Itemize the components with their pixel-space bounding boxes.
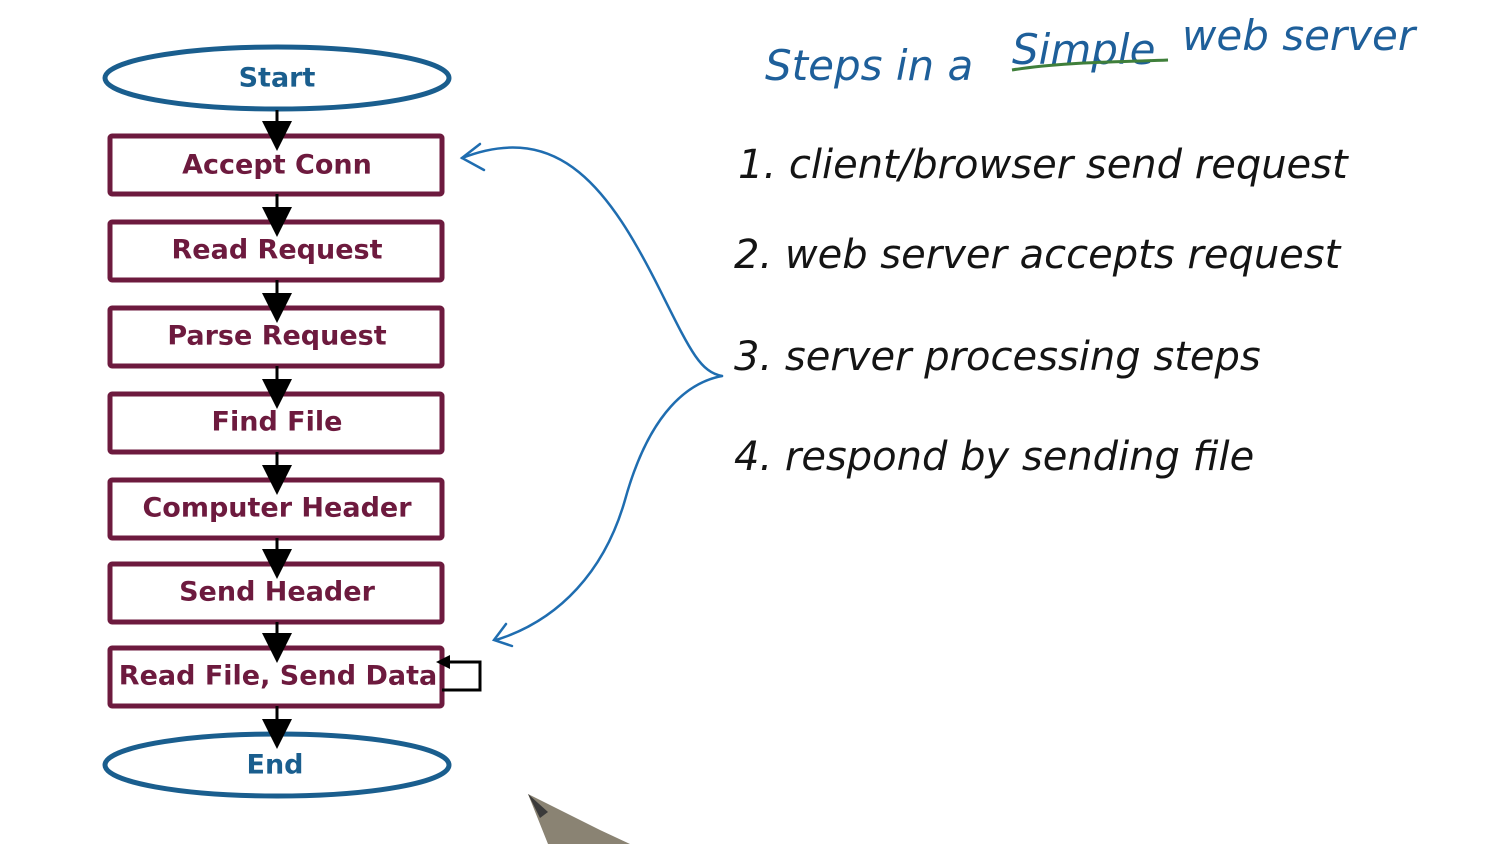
title-prefix: Steps in a xyxy=(765,41,973,90)
step-computer-header: Computer Header xyxy=(107,477,445,541)
step-accept-conn: Accept Conn xyxy=(107,133,445,197)
step-label-send-header: Send Header xyxy=(179,577,375,608)
notes-steps: 1. client/browser send request 2. web se… xyxy=(734,142,1349,480)
title-suffix: web server xyxy=(1182,11,1418,60)
title-underline xyxy=(1011,58,1169,72)
end-label: End xyxy=(247,750,304,781)
note-step-2: 2. web server accepts request xyxy=(734,232,1342,278)
start-label: Start xyxy=(239,63,316,94)
notes-title: Steps in a Simple web server xyxy=(765,11,1418,90)
blue-brace xyxy=(459,142,724,648)
step-label-find-file: Find File xyxy=(212,407,343,438)
start-node: Start xyxy=(102,44,452,112)
step-label-read-request: Read Request xyxy=(172,235,383,266)
note-step-4: 4. respond by sending file xyxy=(734,434,1254,480)
step-parse-request: Parse Request xyxy=(107,305,445,369)
brace-lower-curve xyxy=(494,374,724,642)
loop-arrowhead xyxy=(436,655,450,669)
pen-icon xyxy=(528,794,630,844)
note-step-1: 1. client/browser send request xyxy=(738,142,1349,188)
brace-upper-curve xyxy=(460,146,724,378)
step-label-read-file-send-data: Read File, Send Data xyxy=(119,661,437,692)
step-label-accept-conn: Accept Conn xyxy=(182,150,372,181)
end-node: End xyxy=(102,731,452,799)
note-step-3: 3. server processing steps xyxy=(734,334,1261,380)
flow-arrows xyxy=(262,110,482,749)
step-send-header: Send Header xyxy=(107,561,445,625)
step-read-file-send-data: Read File, Send Data xyxy=(107,645,445,709)
loop-arrow xyxy=(442,660,482,692)
step-label-parse-request: Parse Request xyxy=(167,321,386,352)
brace-top-arrowhead xyxy=(459,142,486,172)
brace-bottom-arrowhead xyxy=(491,622,514,648)
step-label-computer-header: Computer Header xyxy=(142,493,412,524)
step-read-request: Read Request xyxy=(107,219,445,283)
step-find-file: Find File xyxy=(107,391,445,455)
